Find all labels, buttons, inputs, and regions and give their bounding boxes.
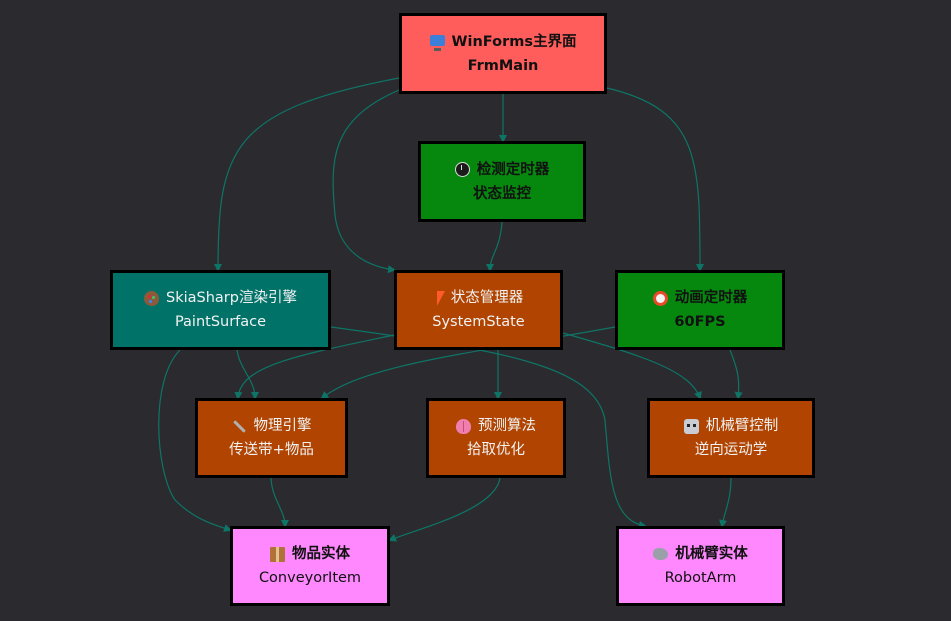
node-label: SkiaSharp渲染引擎 [166, 290, 297, 306]
node-sublabel: 60FPS [674, 314, 726, 330]
node-sublabel: ConveyorItem [258, 570, 362, 586]
edge-state-to-arm-control [562, 332, 702, 400]
node-animation-timer[interactable]: 动画定时器 60FPS [615, 270, 785, 350]
node-robot-arm-control[interactable]: 机械臂控制 逆向运动学 [647, 398, 815, 478]
node-label: 检测定时器 [476, 161, 550, 178]
node-title-row: SkiaSharp渲染引擎 [144, 286, 297, 310]
node-title-row: 物品实体 [270, 542, 350, 566]
alarm-clock-icon [652, 290, 668, 306]
node-label: 机械臂控制 [705, 418, 779, 434]
node-label: 状态管理器 [450, 290, 524, 306]
node-title-row: 状态管理器 [434, 286, 524, 310]
node-sublabel: SystemState [432, 314, 525, 330]
node-label: 预测算法 [478, 418, 536, 434]
node-sublabel: 状态监控 [473, 185, 531, 202]
node-state-manager[interactable]: 状态管理器 SystemState [394, 270, 563, 350]
edge-main-to-render [214, 77, 400, 272]
node-label: WinForms主界面 [451, 33, 577, 50]
node-physics-engine[interactable]: 物理引擎 传送带+物品 [195, 398, 348, 478]
wrench-icon [232, 419, 247, 434]
edge-main-to-state [332, 89, 400, 274]
node-robot-arm-entity[interactable]: 机械臂实体 RobotArm [616, 526, 785, 606]
node-prediction-algorithm[interactable]: 预测算法 拾取优化 [426, 398, 566, 478]
node-sublabel: 传送带+物品 [229, 442, 314, 458]
node-sublabel: RobotArm [664, 570, 737, 586]
node-label: 动画定时器 [674, 290, 748, 306]
stopwatch-icon [454, 162, 470, 177]
edge-anim-timer-to-arm-control [729, 349, 743, 400]
node-title-row: 预测算法 [456, 414, 536, 438]
edge-main-to-anim-timer [606, 87, 704, 272]
edge-detect-timer-to-state [486, 221, 503, 272]
node-title-row: 物理引擎 [232, 414, 312, 438]
edge-render-to-item-entity [158, 349, 232, 532]
node-detect-timer[interactable]: 检测定时器 状态监控 [418, 141, 586, 222]
mechanical-arm-icon [653, 548, 669, 560]
edge-render-to-physics [236, 349, 259, 400]
node-label: 机械臂实体 [675, 546, 748, 562]
node-sublabel: PaintSurface [174, 314, 267, 330]
edge-predict-to-item-entity [388, 477, 501, 542]
node-item-entity[interactable]: 物品实体 ConveyorItem [230, 526, 390, 606]
node-title-row: 检测定时器 [454, 158, 550, 182]
node-title-row: 动画定时器 [652, 286, 748, 310]
node-title-row: 机械臂控制 [683, 414, 779, 438]
node-label: 物品实体 [292, 546, 350, 562]
node-winforms-main[interactable]: WinForms主界面 FrmMain [399, 13, 607, 94]
node-sublabel: 逆向运动学 [694, 442, 768, 458]
node-label: 物理引擎 [253, 418, 312, 434]
package-icon [270, 546, 285, 562]
edge-state-to-physics [234, 334, 395, 400]
node-skiasharp-render[interactable]: SkiaSharp渲染引擎 PaintSurface [110, 270, 331, 350]
node-title-row: WinForms主界面 [429, 30, 577, 54]
node-title-row: 机械臂实体 [653, 542, 748, 566]
palette-icon [144, 290, 160, 306]
brain-icon [456, 418, 471, 434]
node-sublabel: 拾取优化 [467, 442, 525, 458]
node-sublabel: FrmMain [467, 57, 539, 74]
monitor-icon [429, 34, 445, 51]
lightning-icon [434, 291, 444, 306]
robot-icon [683, 418, 699, 434]
edge-physics-to-item-entity [270, 477, 289, 528]
edge-arm-control-to-arm-entity [719, 477, 732, 528]
